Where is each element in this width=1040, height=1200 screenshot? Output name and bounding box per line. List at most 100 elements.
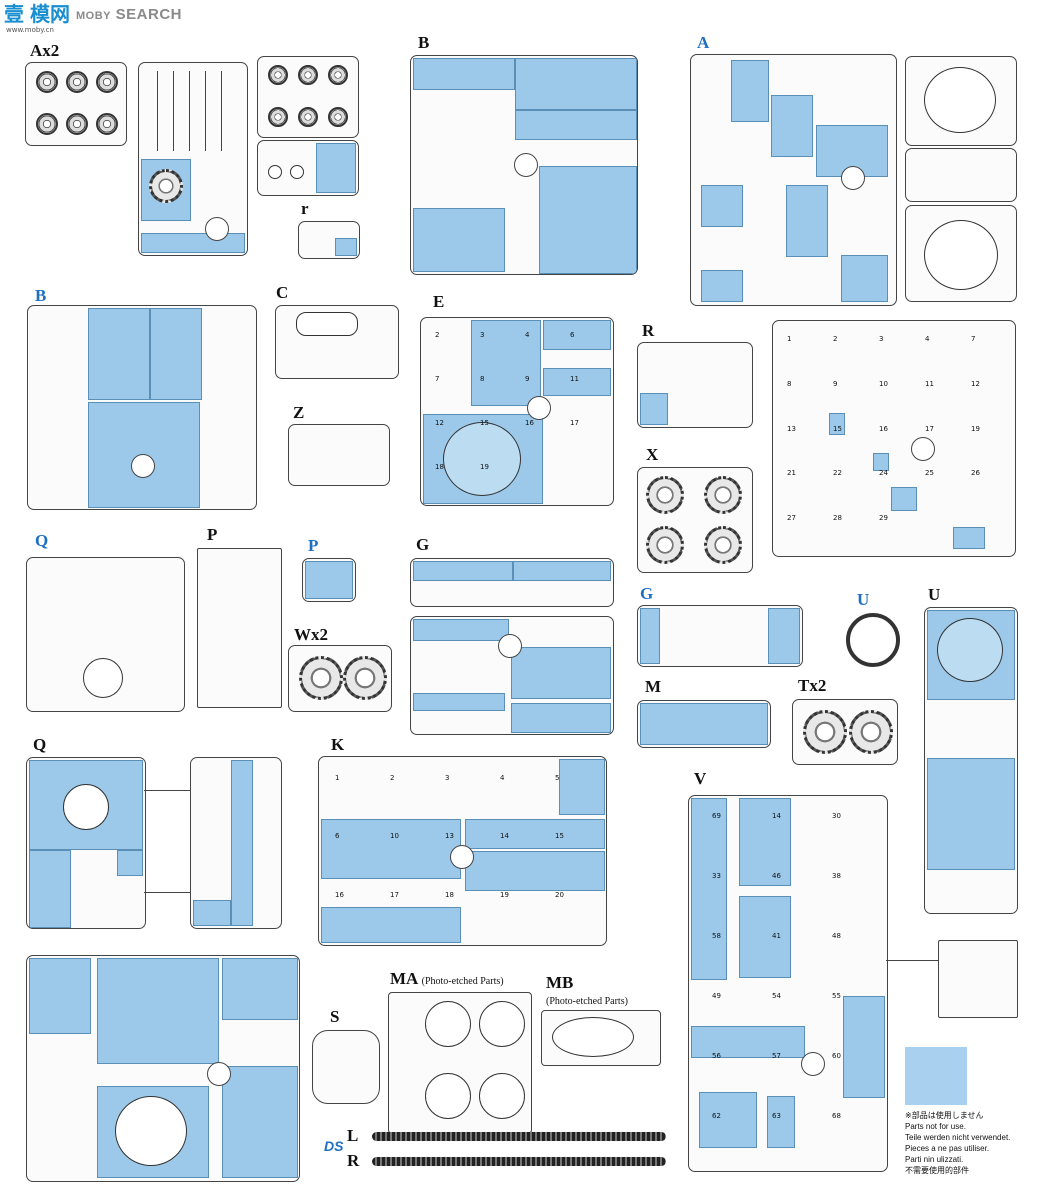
sprue-q-blue <box>26 557 185 712</box>
part-number: 4 <box>500 774 505 782</box>
logo-search-text: MOBY SEARCH <box>76 6 183 23</box>
logo-chinese-2: 模网 <box>30 4 70 26</box>
part-number: 7 <box>435 375 440 383</box>
part-number: 24 <box>879 469 888 477</box>
part-number: 10 <box>879 380 888 388</box>
part-number: 8 <box>480 375 485 383</box>
part-number: 13 <box>787 425 796 433</box>
legend-line-en: Parts not for use. <box>905 1122 966 1131</box>
sprue-a-plate <box>905 148 1017 202</box>
sprue-g-blue <box>637 605 803 667</box>
sprue-ax2-rollers <box>257 56 359 138</box>
part-number: 16 <box>525 419 534 427</box>
part-number: 5 <box>555 774 560 782</box>
part-number: 49 <box>712 992 721 1000</box>
sprue-v <box>688 795 888 1172</box>
sprue-c <box>275 305 399 379</box>
track-label-l: L <box>347 1126 359 1145</box>
sprue-label-u: U <box>928 585 941 604</box>
legend-line-fr: Pieces a ne pas utiliser. <box>905 1144 990 1153</box>
part-number: 41 <box>772 932 781 940</box>
part-number: 14 <box>772 812 781 820</box>
logo-chinese: 壹 <box>4 4 24 26</box>
part-number: 29 <box>879 514 888 522</box>
sprue-r-upper <box>637 342 753 428</box>
part-number: 48 <box>832 932 841 940</box>
part-number: 22 <box>833 469 842 477</box>
sprue-label-v: V <box>694 769 707 788</box>
sprue-label-m: M <box>645 677 662 696</box>
part-number: 27 <box>787 514 796 522</box>
sprue-q-left <box>26 757 146 929</box>
site-logo[interactable]: 壹 模网 MOBY SEARCH www.moby.cn <box>4 4 182 34</box>
sprue-a-ring-bottom <box>905 205 1017 302</box>
sprue-label-g-blue: G <box>640 584 654 603</box>
sprue-m <box>637 700 771 748</box>
sprue-label-x: X <box>646 445 659 464</box>
part-number: 18 <box>445 891 454 899</box>
part-number: 2 <box>435 331 440 339</box>
part-number: 25 <box>925 469 934 477</box>
sprue-tx2 <box>792 699 898 765</box>
part-number: 17 <box>925 425 934 433</box>
part-number: 19 <box>480 463 489 471</box>
logo-url: www.moby.cn <box>6 26 54 34</box>
legend-line-zh: 不需要使用的部件 <box>905 1166 969 1175</box>
sprue-g-top <box>410 558 614 607</box>
part-number: 7 <box>971 335 976 343</box>
part-number: 58 <box>712 932 721 940</box>
sprue-ax2-wheels <box>25 62 127 146</box>
part-number: 9 <box>525 375 530 383</box>
part-number: 68 <box>832 1112 841 1120</box>
sprue-label-b-blue: B <box>35 286 47 305</box>
sprue-label-mb: MB <box>546 973 574 992</box>
part-number: 17 <box>390 891 399 899</box>
sprue-ax2-main <box>138 62 248 256</box>
sprue-label-ax2: Ax2 <box>30 41 60 60</box>
sprue-p-blue <box>302 558 356 602</box>
part-number: 63 <box>772 1112 781 1120</box>
sprue-label-wx2: Wx2 <box>294 625 328 644</box>
part-number: 33 <box>712 872 721 880</box>
part-number: 16 <box>879 425 888 433</box>
sprue-label-p: P <box>207 525 218 544</box>
part-number: 46 <box>772 872 781 880</box>
sprue-label-z: Z <box>293 403 305 422</box>
sprue-label-ma: MA (Photo-etched Parts) <box>390 969 504 988</box>
part-number: 55 <box>832 992 841 1000</box>
part-number: 19 <box>971 425 980 433</box>
sprue-ax2-small <box>257 140 359 196</box>
part-number: 12 <box>971 380 980 388</box>
sprue-p <box>197 548 282 708</box>
sprue-label-b-top: B <box>418 33 430 52</box>
sprue-k <box>318 756 607 946</box>
part-number: 9 <box>833 380 838 388</box>
sprue-ma <box>388 992 532 1134</box>
part-number: 60 <box>832 1052 841 1060</box>
sprue-b-top <box>410 55 638 275</box>
part-number: 4 <box>525 331 530 339</box>
sprue-x <box>637 467 753 573</box>
sprue-e <box>420 317 614 506</box>
part-number: 3 <box>879 335 884 343</box>
sprue-a <box>690 54 897 306</box>
part-number: 62 <box>712 1112 721 1120</box>
part-number: 14 <box>500 832 509 840</box>
part-number: 19 <box>500 891 509 899</box>
sprue-g-main <box>410 616 614 735</box>
part-number: 15 <box>833 425 842 433</box>
part-number: 12 <box>435 419 444 427</box>
part-number: 28 <box>833 514 842 522</box>
part-number: 11 <box>925 380 934 388</box>
sprue-s-left <box>26 955 300 1182</box>
part-number: 3 <box>480 331 485 339</box>
sprue-q-connector-top <box>144 790 190 791</box>
part-number: 1 <box>787 335 792 343</box>
sprue-q-connector-bottom <box>144 892 190 893</box>
sprue-label-tx2: Tx2 <box>798 676 827 695</box>
part-number: 18 <box>435 463 444 471</box>
part-number: 3 <box>445 774 450 782</box>
part-number: 4 <box>925 335 930 343</box>
